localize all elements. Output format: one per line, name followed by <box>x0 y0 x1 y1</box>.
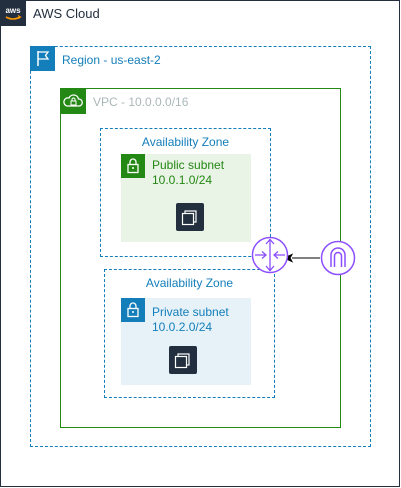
az-public-label: Availability Zone <box>141 135 230 149</box>
availability-zone-private <box>104 269 275 398</box>
ec2-instance-icon <box>169 346 197 374</box>
public-subnet-name: Public subnet <box>152 158 225 172</box>
router-icon <box>251 236 289 274</box>
availability-zone-public <box>100 128 271 257</box>
private-subnet-name: Private subnet <box>152 305 229 319</box>
svg-text:aws: aws <box>5 6 21 15</box>
public-subnet-cidr: 10.0.1.0/24 <box>152 173 213 187</box>
vpc-label: VPC - 10.0.0.0/16 <box>93 95 189 109</box>
private-subnet-label: Private subnet 10.0.2.0/24 <box>152 305 229 335</box>
private-subnet-cidr: 10.0.2.0/24 <box>152 320 213 334</box>
region-group <box>30 46 371 447</box>
vpc-cloud-lock-icon <box>60 88 86 114</box>
region-flag-icon <box>30 46 55 71</box>
lock-icon <box>121 298 145 322</box>
cloud-label: AWS Cloud <box>33 6 100 21</box>
region-label: Region - us-east-2 <box>62 53 161 67</box>
lock-icon <box>121 154 145 178</box>
internet-gateway-icon <box>320 240 356 276</box>
public-subnet-label: Public subnet 10.0.1.0/24 <box>152 158 224 188</box>
ec2-instance-icon <box>176 203 204 231</box>
aws-logo-icon: aws <box>0 0 26 26</box>
az-private-label: Availability Zone <box>145 276 234 290</box>
